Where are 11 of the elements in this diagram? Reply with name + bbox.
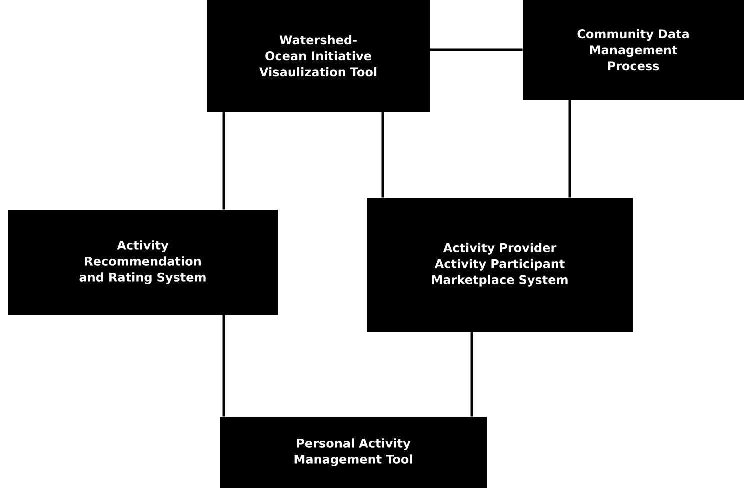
process-box: Activity Recommendation and Rating System [8,210,278,315]
connector-line [222,112,226,210]
process-box: Activity Provider Activity Participant Marketplace System [367,198,633,332]
process-box: Personal Activity Management Tool [220,417,487,488]
connector-line [382,112,384,198]
connector-line [470,332,474,417]
connector-line [568,100,572,198]
connector-line [222,315,226,417]
process-box: Watershed-Ocean Initiative Visaulization Tool [207,0,430,112]
process-box: Community Data Management Process [523,0,744,100]
connector-line [430,48,523,52]
